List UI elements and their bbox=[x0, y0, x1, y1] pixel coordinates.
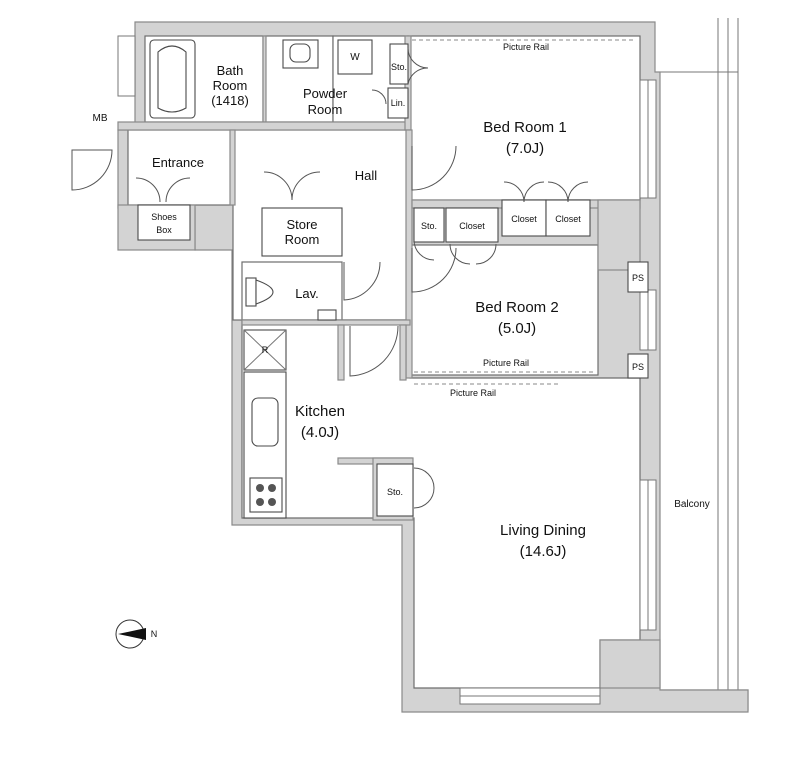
shoes-box-label: Shoes bbox=[151, 212, 177, 222]
bath-size: (1418) bbox=[211, 93, 249, 108]
bed1-closet-a-label: Closet bbox=[511, 214, 537, 224]
bath-label-2: Room bbox=[213, 78, 248, 93]
washer-label: W bbox=[350, 52, 360, 63]
store-room-label: Store bbox=[286, 217, 317, 232]
washer-space bbox=[337, 39, 373, 75]
living-dining-size: (14.6J) bbox=[520, 543, 567, 560]
pipe-space-1 bbox=[627, 261, 649, 293]
bed-room-2 bbox=[409, 244, 599, 376]
living-dining-label: Living Dining bbox=[500, 522, 586, 539]
room-floors bbox=[127, 35, 641, 689]
bed-room-1-label: Bed Room 1 bbox=[483, 119, 566, 136]
fridge-icon bbox=[243, 329, 287, 371]
kitchen-storage-label: Sto. bbox=[387, 487, 403, 497]
store-room bbox=[261, 207, 343, 257]
kitchen-sink-icon bbox=[251, 397, 279, 447]
toilet-icon bbox=[245, 277, 337, 321]
bathtub-icon bbox=[149, 39, 196, 119]
fridge-label: R bbox=[262, 345, 269, 355]
bed2-closet-label: Closet bbox=[459, 221, 485, 231]
lavatory-label: Lav. bbox=[295, 286, 319, 301]
bed2-closet bbox=[445, 207, 499, 243]
entrance-label: Entrance bbox=[152, 155, 204, 170]
bed2-storage-label: Sto. bbox=[421, 221, 437, 231]
doors bbox=[71, 47, 589, 509]
storage-top bbox=[389, 43, 409, 85]
picture-rail-mid-label: Picture Rail bbox=[483, 358, 529, 368]
storage-top-label: Sto. bbox=[391, 62, 407, 72]
bed1-closet-b-label: Closet bbox=[555, 214, 581, 224]
bed-room-2-size: (5.0J) bbox=[498, 320, 536, 337]
picture-rail-top-label: Picture Rail bbox=[503, 42, 549, 52]
kitchen-storage bbox=[376, 463, 414, 517]
balcony-label: Balcony bbox=[674, 499, 710, 510]
north-arrow-icon bbox=[115, 619, 146, 649]
north-label: N bbox=[151, 629, 158, 639]
balcony-area bbox=[655, 18, 749, 711]
powder-label: Powder bbox=[303, 86, 348, 101]
linen-cupboard bbox=[387, 87, 409, 119]
pipe-space-2-label: PS bbox=[632, 362, 644, 372]
bed1-closet-b bbox=[545, 199, 591, 237]
shoes-box bbox=[137, 204, 191, 241]
store-room-label-2: Room bbox=[285, 232, 320, 247]
labels: Bath Room (1418) Powder Room W Sto. Lin.… bbox=[93, 42, 710, 639]
kitchen-size: (4.0J) bbox=[301, 424, 339, 441]
bed-room-1-size: (7.0J) bbox=[506, 140, 544, 157]
windows bbox=[117, 35, 657, 705]
kitchen-label: Kitchen bbox=[295, 403, 345, 420]
hall-label: Hall bbox=[355, 168, 378, 183]
bed2-storage bbox=[413, 207, 445, 243]
bed-room-1 bbox=[407, 35, 641, 201]
bed1-closet-a bbox=[501, 199, 547, 237]
bath-label: Bath bbox=[217, 63, 244, 78]
powder-label-2: Room bbox=[308, 102, 343, 117]
sink-icon bbox=[282, 39, 319, 69]
mb-label: MB bbox=[93, 113, 108, 124]
pipe-space-1-label: PS bbox=[632, 273, 644, 283]
stove-icon bbox=[249, 477, 283, 513]
pipe-space-2 bbox=[627, 353, 649, 379]
picture-rail-low-label: Picture Rail bbox=[450, 388, 496, 398]
shoes-box-label-2: Box bbox=[156, 225, 172, 235]
linen-label: Lin. bbox=[391, 98, 406, 108]
bed-room-2-label: Bed Room 2 bbox=[475, 299, 558, 316]
